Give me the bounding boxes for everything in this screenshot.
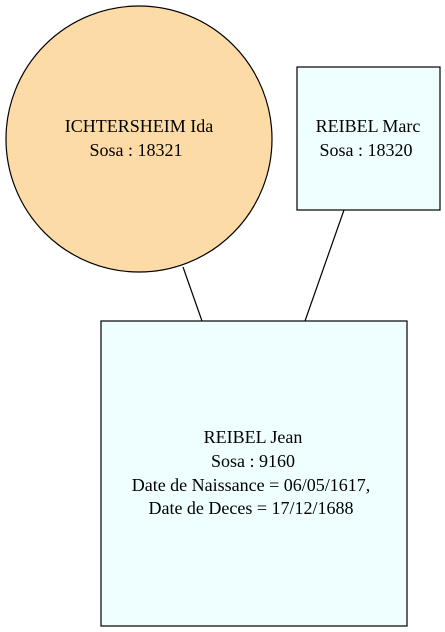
person-node-ichtersheim-ida[interactable]: ICHTERSHEIM Ida Sosa : 18321 [5, 5, 273, 273]
person-node-reibel-jean[interactable]: REIBEL Jean Sosa : 9160 Date de Naissanc… [100, 320, 408, 627]
edge-father-to-child [304, 209, 345, 322]
father-name: REIBEL Marc [316, 116, 421, 136]
child-name: REIBEL Jean [204, 427, 303, 447]
mother-sosa: Sosa : 18321 [89, 140, 182, 160]
child-birth-date: Date de Naissance = 06/05/1617, [132, 475, 371, 495]
child-death-date: Date de Deces = 17/12/1688 [148, 498, 353, 518]
mother-name: ICHTERSHEIM Ida [65, 116, 213, 136]
mother-node-shape [5, 5, 273, 273]
child-node-shape [100, 320, 408, 627]
person-node-reibel-marc[interactable]: REIBEL Marc Sosa : 18320 [296, 66, 441, 211]
father-sosa: Sosa : 18320 [319, 140, 412, 160]
child-sosa: Sosa : 9160 [211, 451, 295, 471]
edge-mother-to-child [182, 266, 203, 322]
father-node-shape [296, 66, 441, 211]
